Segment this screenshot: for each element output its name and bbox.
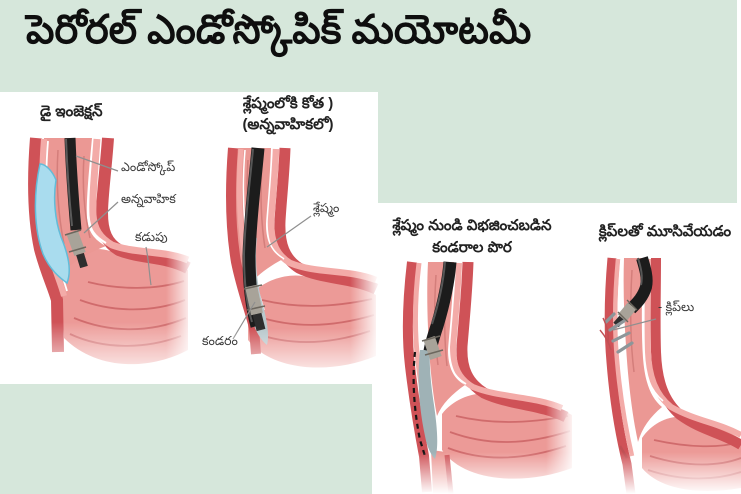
- panel1-title: డై ఇంజెక్షన్: [40, 103, 103, 120]
- submucosal-tunnel: [418, 350, 438, 459]
- leader-line: [612, 318, 657, 331]
- right-wall-inner: [449, 262, 564, 411]
- left-wall-outer: [28, 137, 64, 353]
- right-wall-outer: [456, 261, 569, 422]
- endoscope-band-edges: [421, 335, 444, 356]
- label-mucosa: శ్లేష్మం: [313, 201, 340, 215]
- mucosa-lining: [617, 259, 636, 451]
- endoscope-band: [245, 284, 263, 316]
- illustration-dye-injection: [18, 137, 196, 384]
- endoscope-tip: [252, 312, 266, 332]
- lumen-streaks: [629, 269, 635, 373]
- leader-lines: [75, 155, 152, 286]
- endoscope-band: [66, 229, 86, 257]
- right-wall-inner: [267, 148, 378, 284]
- illustration-clip-closure: [596, 256, 741, 494]
- left-wall-outer: [604, 257, 636, 494]
- illustration-muscle-division: [385, 261, 585, 494]
- label-esophagus: అన్నవాహిక: [121, 192, 176, 206]
- myotomy-dashed-line: [412, 351, 427, 457]
- right-wall-inner: [89, 138, 190, 264]
- panel3-title: శ్లేష్మం నుండి విభజించబడిన కండరాల పొర: [370, 215, 574, 259]
- endoscope-highlight: [65, 138, 73, 227]
- lumen: [427, 262, 465, 416]
- endoscope-band: [423, 336, 442, 360]
- mucosa-lining: [86, 139, 107, 244]
- dye-region: [34, 163, 70, 285]
- label-muscle: కండరం: [202, 334, 238, 348]
- illustration-mucosal-incision: [195, 147, 380, 384]
- right-wall-outer: [95, 137, 191, 274]
- left-wall-inner: [612, 258, 635, 457]
- endoscope-shaft: [64, 137, 82, 231]
- right-wall-outer: [274, 147, 379, 295]
- label-stomach: కడుపు: [135, 230, 168, 244]
- panel2-title-line2: (అన్నవాహికలో): [242, 116, 334, 133]
- endoscope-tip: [76, 252, 88, 269]
- endoscope-band: [617, 302, 637, 322]
- endoscope-band-edges: [617, 299, 638, 323]
- panel4-title: క్లిప్‌లతో మూసివేయడం: [598, 223, 732, 240]
- endoscope-band-edges: [64, 229, 87, 253]
- right-wall-outer: [650, 257, 741, 450]
- panel3-title-line1: శ్లేష్మం నుండి విభజించబడిన: [392, 217, 552, 234]
- clips: [604, 312, 634, 354]
- panel2-title-line1: శ్లేష్మంలోకి కోత ): [242, 95, 334, 112]
- endoscope-highlight: [431, 261, 446, 325]
- label-clips: - క్లిప్‌లు: [658, 300, 695, 314]
- endoscope-highlight: [242, 148, 254, 323]
- closure-fold-lines: [599, 317, 612, 351]
- label-endoscope: ఎండోస్కోప్: [121, 160, 176, 174]
- page-title: పెరోరల్ ఎండోస్కోపిక్ మయోటమీ: [26, 7, 532, 52]
- right-wall-inner: [644, 258, 741, 438]
- endoscope-highlight: [637, 257, 643, 286]
- panel2-title: శ్లేష్మంలోకి కోత ) (అన్నవాహికలో): [198, 93, 378, 135]
- endoscope-shaft: [626, 256, 653, 314]
- panel3-title-line2: కండరాల పొర: [432, 239, 512, 256]
